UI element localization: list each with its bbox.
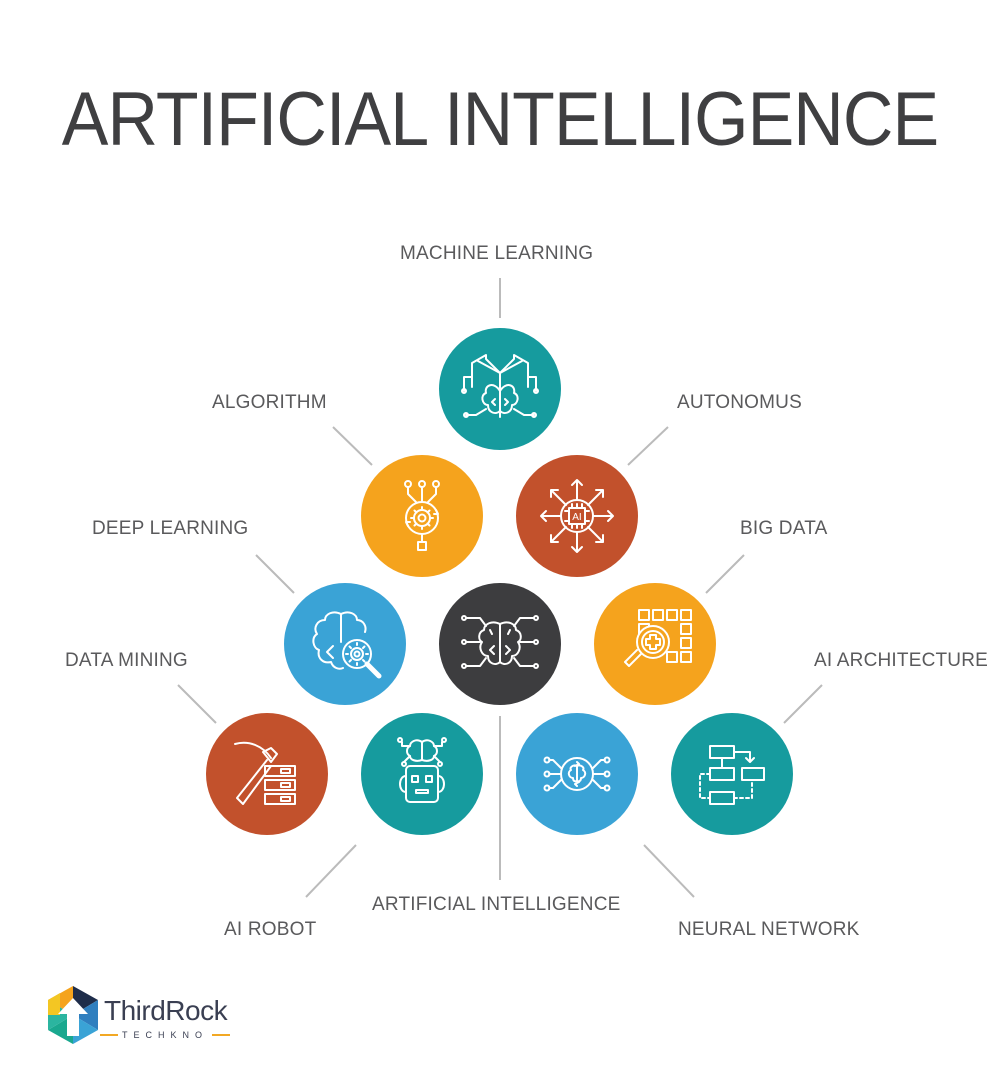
node-artificial-intelligence [439,583,561,705]
grid-magnifier-icon [624,609,692,667]
page-title: ARTIFICIAL INTELLIGENCE [61,77,939,162]
label-ai-architecture: AI ARCHITECTURE [814,650,989,671]
logo-tagline-text: TECHKNO [122,1030,209,1040]
pickaxe-servers-icon [234,741,296,805]
connector-ai-architecture [783,684,823,724]
label-data-mining: DATA MINING [65,650,188,671]
label-autonomus: AUTONOMUS [677,392,802,413]
network-brain-icon [543,756,611,792]
node-ai-robot [361,713,483,835]
connector-neural-network [643,844,695,898]
node-big-data [594,583,716,705]
label-big-data: BIG DATA [740,518,828,539]
flowchart-icon [699,745,765,805]
svg-text:AI: AI [572,512,581,523]
connector-data-mining [177,684,217,724]
book-brain-icon [461,354,539,418]
label-ai-robot: AI ROBOT [224,919,317,940]
connector-algorithm [332,426,373,466]
circuit-brain-icon [461,615,539,669]
label-neural-network: NEURAL NETWORK [678,919,860,940]
brain-magnifier-gear-icon [312,611,382,679]
connector-big-data [705,554,745,594]
label-algorithm: ALGORITHM [212,392,327,413]
connector-autonomus [627,426,669,466]
tagline-bar-right [212,1034,231,1036]
connector-deep-learning [255,554,295,594]
thirdrock-logo-icon [48,986,98,1044]
ai-chip-arrows-icon: AI [540,479,614,553]
tagline-bar-left [100,1034,118,1036]
node-neural-network [516,713,638,835]
node-data-mining [206,713,328,835]
node-deep-learning [284,583,406,705]
connector-ai-robot [305,844,357,898]
gear-cycle-icon [404,480,440,551]
logo-name: ThirdRock [104,995,228,1026]
node-ai-architecture [671,713,793,835]
node-autonomus: AI [516,455,638,577]
label-machine-learning: MACHINE LEARNING [400,243,594,264]
robot-brain-icon [397,737,447,803]
label-artificial-intelligence: ARTIFICIAL INTELLIGENCE [372,894,621,915]
logo-tagline: TECHKNO [100,1030,231,1040]
node-machine-learning [439,328,561,450]
label-deep-learning: DEEP LEARNING [92,518,249,539]
node-algorithm [361,455,483,577]
